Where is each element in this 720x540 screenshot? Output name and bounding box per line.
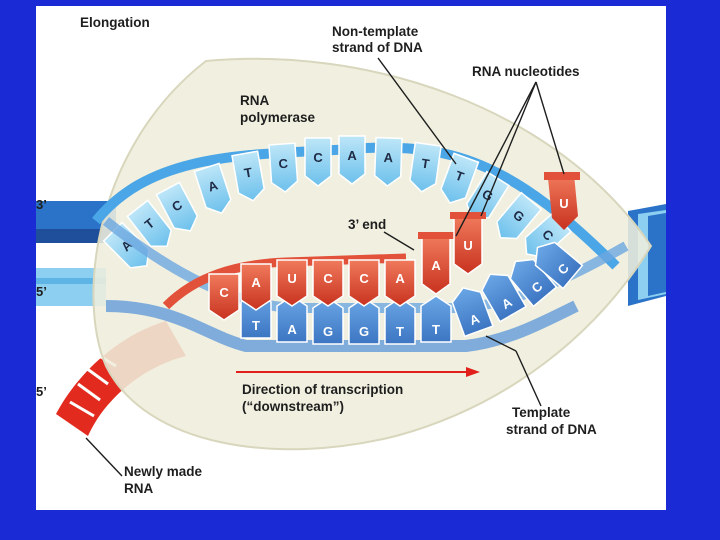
free-rna-nucleotide: U bbox=[544, 172, 580, 230]
direction-arrow bbox=[236, 367, 480, 377]
rna-base-letter: U bbox=[463, 238, 472, 253]
non-template-base-letter: A bbox=[383, 150, 394, 165]
template-base: C bbox=[509, 258, 558, 308]
template-base-letter: T bbox=[432, 322, 440, 337]
template-base-letter: G bbox=[359, 324, 369, 339]
middle-left-end-label: 5’ bbox=[36, 284, 47, 299]
non-template-base-letter: A bbox=[347, 148, 357, 163]
template-label-line2: strand of DNA bbox=[506, 422, 597, 437]
template-base-letter: T bbox=[396, 324, 404, 339]
rna-base: A bbox=[418, 232, 454, 295]
template-base-letter: A bbox=[287, 322, 297, 337]
non-template-base: G bbox=[496, 191, 543, 240]
rna-base: A bbox=[240, 263, 272, 311]
non-template-base: T bbox=[409, 141, 442, 193]
non-template-label-line1: Non-template bbox=[332, 24, 419, 39]
non-template-base-letter: T bbox=[243, 165, 253, 181]
rna-base-letter: A bbox=[395, 271, 405, 286]
template-base-letter: G bbox=[323, 324, 333, 339]
non-template-base: C bbox=[268, 142, 299, 193]
left-dna-duplex bbox=[36, 201, 116, 306]
free-nucleotide-letter: U bbox=[559, 196, 568, 211]
rna-base-letter: C bbox=[359, 271, 369, 286]
newly-made-rna-label-line1: Newly made bbox=[124, 464, 203, 479]
rna-base: U bbox=[276, 259, 308, 307]
diagram-title: Elongation bbox=[80, 15, 150, 30]
non-template-base: C bbox=[155, 181, 199, 232]
template-base: A bbox=[451, 287, 494, 338]
template-backbone-lower bbox=[105, 300, 579, 352]
bottom-left-end-label: 5’ bbox=[36, 384, 47, 399]
rna-base-letter: C bbox=[323, 271, 333, 286]
leader-lines bbox=[85, 57, 565, 477]
non-template-base-letter: C bbox=[313, 150, 323, 165]
rna-base-letter: C bbox=[219, 285, 229, 300]
rna-bases: C A U C C A A U bbox=[208, 212, 486, 321]
newly-made-rna-label-line2: RNA bbox=[124, 481, 153, 496]
template-label-line1: Template bbox=[512, 405, 571, 420]
non-template-base-letter: C bbox=[278, 156, 289, 172]
non-template-base-letter: T bbox=[420, 156, 430, 172]
rna-base-letter: A bbox=[251, 275, 261, 290]
direction-label-line1: Direction of transcription bbox=[242, 382, 403, 397]
non-template-label-line2: strand of DNA bbox=[332, 40, 423, 55]
direction-label-line2: (“downstream”) bbox=[242, 399, 344, 414]
non-template-base: T bbox=[126, 199, 172, 248]
three-end-label: 3’ end bbox=[348, 217, 386, 232]
non-template-base: T bbox=[440, 152, 480, 204]
template-base-letter: T bbox=[252, 318, 260, 333]
rna-base-letter: U bbox=[287, 271, 296, 286]
top-left-end-label: 3’ bbox=[36, 197, 47, 212]
rna-polymerase-label-line2: polymerase bbox=[240, 110, 316, 125]
non-template-backbone bbox=[92, 142, 620, 270]
rna-base: A bbox=[384, 259, 416, 307]
non-template-base: A bbox=[338, 135, 366, 185]
rna-base: C bbox=[208, 273, 240, 321]
non-template-base: A bbox=[193, 162, 232, 215]
rna-base: U bbox=[450, 212, 486, 275]
template-base: T bbox=[420, 295, 452, 343]
template-base: C bbox=[534, 241, 584, 290]
rna-polymerase-label-line1: RNA bbox=[240, 93, 269, 108]
rna-base: C bbox=[348, 259, 380, 307]
template-base: A bbox=[481, 273, 528, 323]
rna-base-letter: A bbox=[431, 258, 441, 273]
rna-nucleotides-label: RNA nucleotides bbox=[472, 64, 580, 79]
non-template-base: C bbox=[304, 137, 332, 187]
non-template-base: A bbox=[373, 136, 403, 187]
rna-base: C bbox=[312, 259, 344, 307]
non-template-base: T bbox=[231, 150, 265, 202]
